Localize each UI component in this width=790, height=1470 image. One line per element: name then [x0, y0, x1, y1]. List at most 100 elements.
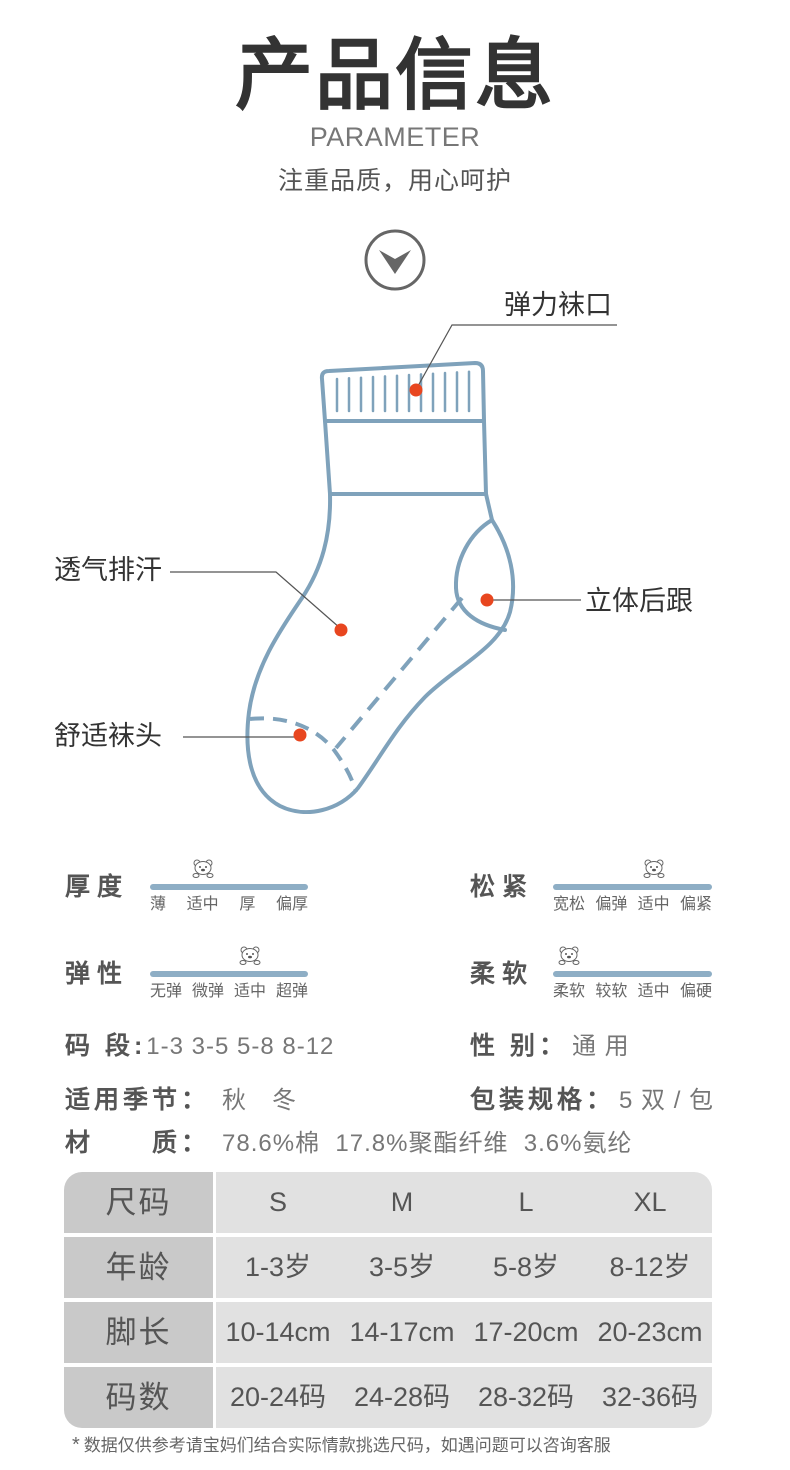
dot-body	[334, 623, 348, 637]
table-row-head: 尺码	[64, 1172, 213, 1233]
table-cell: 3-5岁	[368, 1252, 436, 1282]
table-row-head: 年龄	[64, 1237, 213, 1298]
callout-label-body: 透气排汗	[54, 555, 162, 585]
table-row: 脚长 10-14cm 14-17cm 17-20cm 20-23cm	[64, 1302, 712, 1363]
bear-icon	[238, 945, 262, 965]
page-tagline: 注重品质，用心呵护	[277, 167, 512, 195]
level-label: 适中	[637, 896, 670, 913]
table-row: 码数 20-24码 24-28码 28-32码 32-36码	[64, 1367, 712, 1428]
level-label: 厚	[239, 896, 256, 913]
level-label: 偏弹	[595, 896, 628, 913]
scale-softness: 柔软 柔软 较软 适中 偏硬	[470, 942, 730, 1006]
scale-track: 薄 适中 厚 偏厚	[150, 855, 308, 919]
scale-levels: 薄 适中 厚 偏厚	[150, 895, 308, 915]
table-cell: 17-20cm	[473, 1317, 579, 1347]
table-cell: 1-3岁	[244, 1252, 312, 1282]
table-row-cells: 10-14cm 14-17cm 17-20cm 20-23cm	[216, 1302, 712, 1363]
scale-track: 柔软 较软 适中 偏硬	[553, 942, 712, 1006]
level-label: 适中	[637, 983, 670, 1000]
table-row-head: 码数	[64, 1367, 213, 1428]
spec-gender: 性 别：通 用	[470, 1031, 630, 1065]
table-cell: 14-17cm	[349, 1317, 455, 1347]
chevron-ring	[364, 229, 426, 291]
dot-toe	[293, 728, 307, 742]
table-cell: 5-8岁	[492, 1252, 560, 1282]
page-subtitle: PARAMETER	[309, 122, 481, 152]
scale-elasticity: 弹性 无弹 微弹 适中 超弹	[65, 942, 325, 1006]
spec-value: 5 双 / 包	[619, 1087, 715, 1114]
level-label: 偏紧	[679, 896, 712, 913]
scale-levels: 柔软 较软 适中 偏硬	[553, 982, 712, 1002]
level-label: 偏硬	[679, 983, 712, 1000]
table-row-cells: 1-3岁 3-5岁 5-8岁 8-12岁	[216, 1237, 712, 1298]
level-label: 无弹	[150, 983, 183, 1000]
scale-track: 无弹 微弹 适中 超弹	[150, 942, 308, 1006]
callout-label-heel: 立体后跟	[585, 586, 693, 616]
scale-bar	[553, 971, 712, 977]
table-cell: 20-24码	[229, 1382, 327, 1412]
size-table: 尺码 S M L XL 年龄 1-3岁 3-5岁 5-8岁 8-12岁 脚长 1…	[64, 1172, 712, 1428]
spec-value: 1-3 3-5 5-8 8-12	[146, 1033, 335, 1060]
chevron-down-circle-icon	[364, 229, 426, 291]
scale-bar	[150, 971, 308, 977]
bear-icon	[191, 858, 215, 878]
footnote-marker: *	[72, 1434, 80, 1456]
level-label: 薄	[150, 896, 167, 913]
table-row-cells: 20-24码 24-28码 28-32码 32-36码	[216, 1367, 712, 1428]
level-label: 柔软	[553, 983, 586, 1000]
table-cell: M	[390, 1187, 414, 1217]
table-cell: 28-32码	[477, 1382, 575, 1412]
table-cell: S	[268, 1187, 287, 1217]
sock-foot-outline	[245, 492, 516, 815]
spec-value: 秋 冬	[222, 1087, 298, 1114]
spec-label: 材 质：	[65, 1129, 211, 1157]
table-cell: 32-36码	[601, 1382, 699, 1412]
spec-season: 适用季节： 秋 冬	[65, 1085, 297, 1119]
level-label: 宽松	[553, 896, 586, 913]
footnote: *数据仅供参考请宝妈们结合实际情款挑选尺码，如遇问题可以咨询客服	[72, 1433, 611, 1458]
table-cell: 20-23cm	[597, 1317, 703, 1347]
sock-heel-seam	[453, 518, 507, 632]
spec-label: 适用季节：	[65, 1086, 211, 1114]
level-label: 适中	[233, 983, 266, 1000]
sock-diagram	[170, 324, 617, 815]
spec-material: 材 质： 78.6%棉 17.8%聚酯纤维 3.6%氨纶	[65, 1128, 633, 1162]
table-row: 年龄 1-3岁 3-5岁 5-8岁 8-12岁	[64, 1237, 712, 1298]
table-cell: 10-14cm	[225, 1317, 331, 1347]
scale-tightness: 松紧 宽松 偏弹 适中 偏紧	[470, 855, 730, 919]
footnote-text: 数据仅供参考请宝妈们结合实际情款挑选尺码，如遇问题可以咨询客服	[83, 1436, 611, 1455]
sock-toe-seam	[249, 716, 358, 793]
level-label: 偏厚	[275, 896, 308, 913]
callout-label-toe: 舒适袜头	[54, 721, 162, 751]
dot-cuff	[409, 383, 423, 397]
scale-label: 柔软	[470, 960, 535, 988]
table-cell: XL	[633, 1187, 667, 1217]
table-cell: 8-12岁	[609, 1252, 691, 1282]
spec-value: 78.6%棉 17.8%聚酯纤维 3.6%氨纶	[222, 1130, 633, 1157]
callout-leaders	[170, 324, 617, 738]
table-row-cells: S M L XL	[216, 1172, 712, 1233]
table-cell: 24-28码	[353, 1382, 451, 1412]
sock-sole-seam	[334, 596, 464, 750]
sock-leg	[323, 419, 488, 496]
level-label: 较软	[595, 983, 628, 1000]
scale-thickness: 厚度 薄 适中 厚 偏厚	[65, 855, 325, 919]
page-title: 产品信息	[234, 31, 555, 119]
sock-illustration	[245, 361, 516, 815]
cuff-ribs	[335, 370, 471, 413]
table-row: 尺码 S M L XL	[64, 1172, 712, 1233]
scale-bar	[553, 884, 712, 890]
spec-label: 包装规格：	[470, 1086, 616, 1114]
scale-track: 宽松 偏弹 适中 偏紧	[553, 855, 712, 919]
leader-cuff	[417, 324, 617, 387]
sock-cuff-band	[319, 361, 486, 423]
spec-value: 通 用	[571, 1033, 630, 1060]
table-cell: L	[518, 1187, 534, 1217]
level-label: 超弹	[275, 983, 308, 1000]
level-label: 适中	[186, 896, 219, 913]
scale-label: 厚度	[65, 873, 130, 901]
scale-label: 松紧	[470, 873, 535, 901]
table-row-head: 脚长	[64, 1302, 213, 1363]
callout-label-cuff: 弹力袜口	[504, 290, 612, 320]
